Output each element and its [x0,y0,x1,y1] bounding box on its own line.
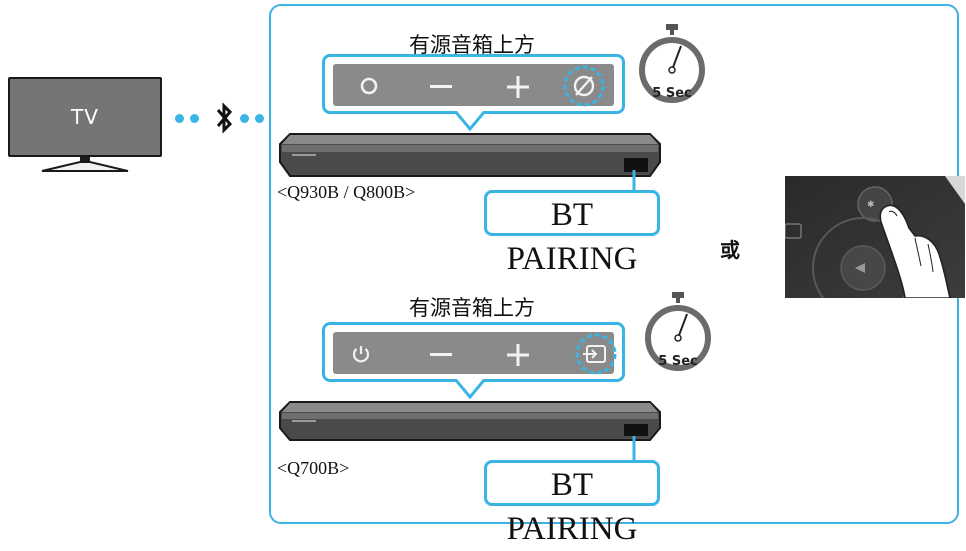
source-icon [563,65,605,107]
bluetooth-icon [216,102,233,134]
model-label: <Q700B> [277,458,350,478]
connector-dot [255,114,264,123]
tv-screen [8,77,162,157]
connector-dot [175,114,184,123]
svg-text:✱: ✱ [867,200,875,210]
stopwatch-icon [645,292,711,371]
power-icon [352,346,370,363]
volume-up-icon [507,344,529,366]
model-label: <Q930B / Q800B> [277,182,416,202]
top-label: 有源音箱上方 [409,296,535,320]
timer-label: 5 Sec [652,86,692,101]
top-label: 有源音箱上方 [409,33,535,57]
connector-dot [190,114,199,123]
source-icon [575,333,617,375]
soundbar [279,401,661,441]
bt-pairing-label: BT PAIRING [484,190,660,277]
tv-label: TV [71,105,99,129]
or-text: 或 [720,238,740,262]
bt-pairing-label: BT PAIRING [484,460,660,547]
tv-stand [41,157,129,172]
remote-control-image: ✱ [785,176,965,298]
strip-pointer [455,111,485,132]
connector-dot [240,114,249,123]
timer-label: 5 Sec [658,354,698,369]
volume-up-icon [507,76,529,98]
button-panel [333,332,614,374]
stopwatch-icon [639,24,705,103]
power-icon [360,77,378,95]
strip-pointer [455,379,485,400]
soundbar [279,133,661,177]
volume-down-icon [430,353,452,356]
volume-down-icon [430,85,452,88]
button-panel [333,64,614,106]
